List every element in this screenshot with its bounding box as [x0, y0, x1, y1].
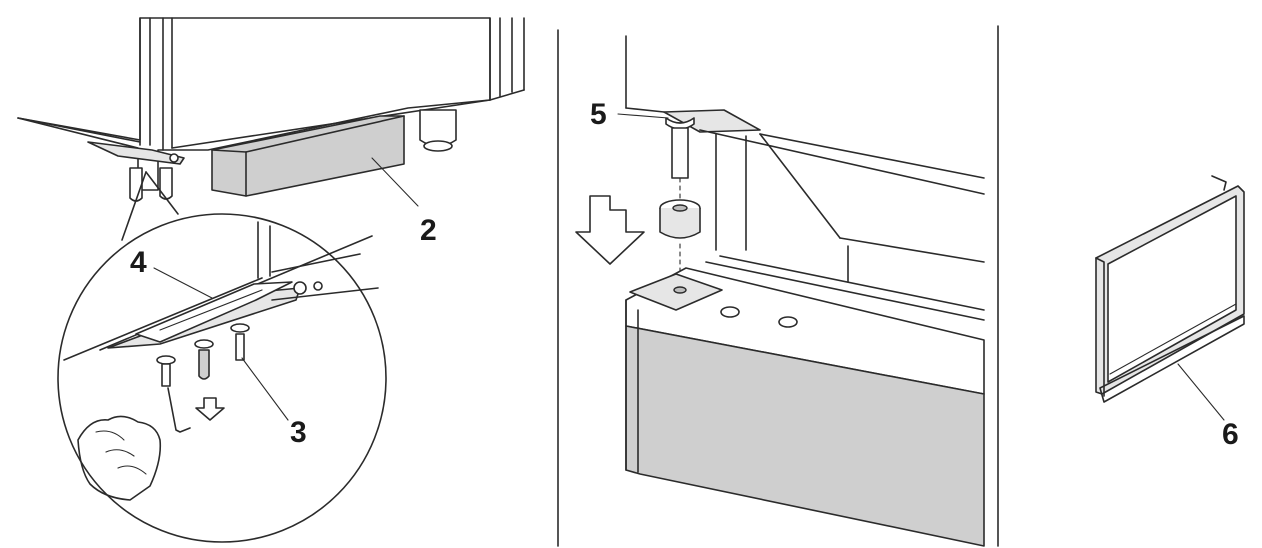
callout-2: 2	[420, 214, 437, 247]
callout-5: 5	[590, 98, 607, 131]
leader-2	[371, 157, 419, 207]
appliance-body	[17, 17, 525, 202]
leader-3	[241, 357, 289, 421]
panel-3-cover-plate: 6	[1095, 175, 1245, 451]
panel-2-bushing: 5	[575, 35, 985, 547]
leader-5	[617, 113, 669, 119]
zoom-detail-circle	[57, 171, 387, 543]
callout-4: 4	[130, 246, 147, 279]
panel-1-hinge-removal: 2 4 3	[17, 17, 525, 543]
leader-6	[1177, 363, 1225, 421]
callout-6: 6	[1222, 418, 1239, 451]
leader-4	[153, 267, 213, 299]
callout-3: 3	[290, 416, 307, 449]
